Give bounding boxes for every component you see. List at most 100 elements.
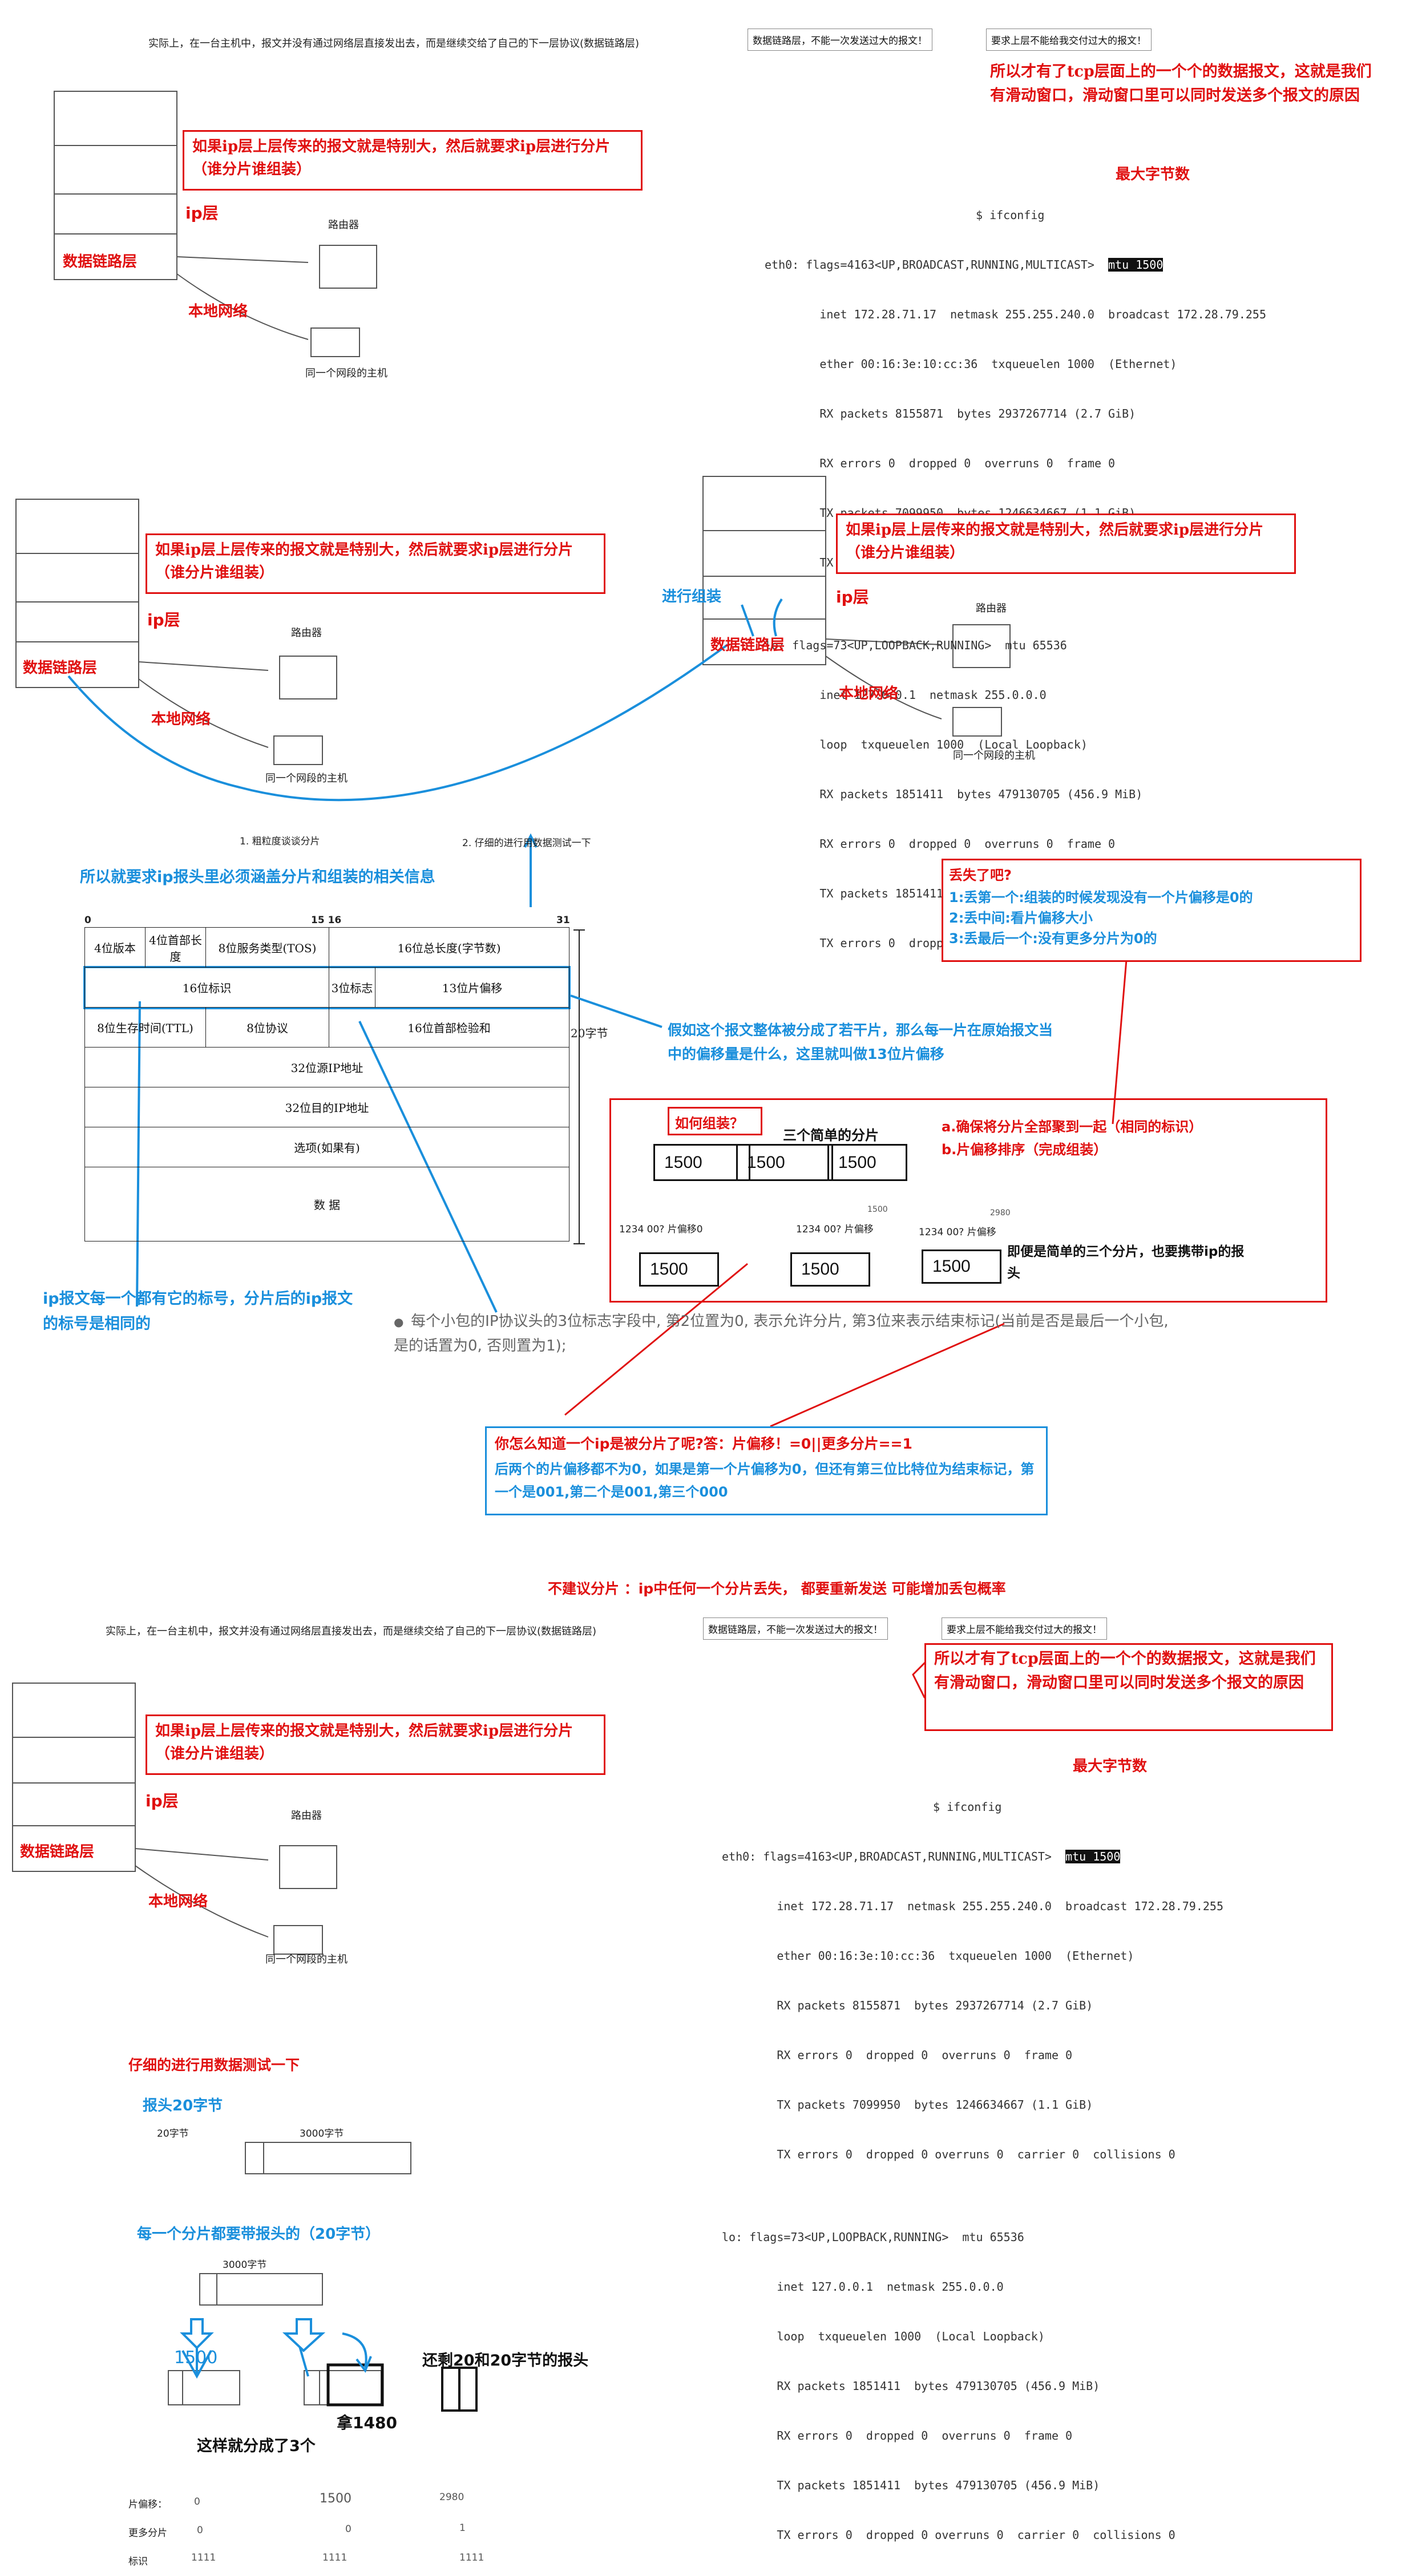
ip-layer-label-1: ip层 [185,204,219,223]
ifconfig-line: RX errors 0 dropped 0 overruns 0 frame 0 [722,2429,1073,2442]
ifconfig-line: RX errors 0 dropped 0 overruns 0 frame 0 [765,456,1116,470]
ifconfig-line: RX packets 1851411 bytes 479130705 (456.… [765,787,1143,801]
identification-note: ip报文每一个都有它的标号，分片后的ip报文的标号是相同的 [43,1290,353,1333]
data-link-label-3: 数据链路层 [710,637,785,654]
ifconfig-line: $ ifconfig [976,208,1045,222]
hdr-src-ip: 32位源IP地址 [84,1047,569,1087]
frag-label-3: 1234 00? 片偏移 [919,1227,996,1238]
ifconfig-line: ether 00:16:3e:10:cc:36 txqueuelen 1000 … [765,357,1177,371]
ifconfig-line: loop txqueuelen 1000 (Local Loopback) [765,738,1088,751]
frag-block-2: 1500 [736,1144,833,1181]
mtu-highlight-2: mtu 1500 [1065,1850,1121,1863]
bullet-dot-icon: ● [394,1315,411,1329]
hdr-version: 4位版本 [84,927,146,968]
label-20-bytes: 20字节 [157,2128,189,2140]
step-1-label: 1. 粗粒度谈谈分片 [240,836,320,847]
local-net-label-1: 本地网络 [188,303,248,320]
ifconfig-line: TX packets 1851411 bytes 479130705 (456.… [722,2478,1100,2492]
header-must-note: 所以就要求ip报头里必须涵盖分片和组装的相关信息 [80,868,435,886]
data-link-label-4: 数据链路层 [20,1843,95,1861]
tcp-reason-note: 所以才有了tcp层面上的一个个的数据报文，这就是我们有滑动窗口，滑动窗口里可以同… [990,63,1372,104]
frag-label-1: 1234 00? 片偏移0 [619,1224,703,1235]
row-label: 片偏移： [128,2499,167,2510]
row-label: 更多分片 [128,2528,167,2539]
row-label: 标识 [128,2556,148,2567]
assemble-b: b.片偏移排序（完成组装） [942,1142,1108,1158]
row-value: 0 [345,2524,352,2535]
hdr-dst-ip: 32位目的IP地址 [84,1087,569,1127]
data-link-label-2: 数据链路层 [23,660,98,677]
ifconfig-line: RX packets 8155871 bytes 2937267714 (2.7… [722,1999,1093,2012]
ifconfig-line: inet 127.0.0.1 netmask 255.0.0.0 [722,2280,1004,2294]
ip-header-table: 4位版本 4位首部长度 8位服务类型(TOS) 16位总长度(字节数) 16位标… [84,927,569,1242]
bit-0: 0 [84,915,91,926]
hdr-ihl: 4位首部长度 [145,927,206,968]
local-net-label-3: 本地网络 [839,685,899,702]
hdr-data: 数 据 [84,1167,569,1242]
intro-box-1: 数据链路层，不能一次发送过大的报文！ [748,29,932,51]
frag-reason-box-1: 如果ip层上层传来的报文就是特别大，然后就要求ip层进行分片（谁分片谁组装） [183,130,643,191]
scribble-2980: 2980 [990,1208,1011,1218]
how-know-text: 你怎么知道一个ip是被分片了呢?答：片偏移！=0||更多分片==1 [495,1435,912,1452]
assemble-title-box: 如何组装？ [668,1107,762,1135]
ifconfig-line: RX errors 0 dropped 0 overruns 0 frame 0 [765,837,1116,851]
header-20-label: 报头20字节 [143,2097,223,2114]
hdr-side-20-bytes: 20字节 [571,1026,608,1040]
hdr-identification: 16位标识 [84,967,329,1008]
same-host-label-4: 同一个网段的主机 [265,1954,348,1966]
router-label-1: 路由器 [328,219,359,231]
reassemble-label: 进行组装 [662,588,722,605]
row-value: 0 [197,2525,203,2536]
got-3-note: 这样就分成了3个 [197,2437,316,2455]
hdr-options: 选项(如果有) [84,1127,569,1167]
ifconfig-line: TX packets 7099950 bytes 1246634667 (1.1… [722,2098,1093,2112]
max-bytes-label-1: 最大字节数 [1116,166,1190,183]
hdr-total-length: 16位总长度(字节数) [329,927,569,968]
each-frag-note: 每一个分片都要带报头的（20字节） [137,2226,381,2243]
hdr-checksum: 16位首部检验和 [329,1007,569,1048]
lost-item-1: 1:丢第一个:组装的时候发现没有一个片偏移是0的 [949,889,1253,905]
ifconfig-line: eth0: flags=4163<UP,BROADCAST,RUNNING,MU… [722,1850,1121,1863]
how-know-box: 你怎么知道一个ip是被分片了呢?答：片偏移！=0||更多分片==1 后两个的片偏… [485,1426,1048,1515]
assemble-a: a.确保将分片全部聚到一起（相同的标识） [942,1119,1203,1135]
ifconfig-block-2: $ ifconfig eth0: flags=4163<UP,BROADCAST… [722,1766,1223,2560]
same-host-label-2: 同一个网段的主机 [265,773,348,784]
row-value: 1 [459,2522,466,2534]
offset-note: 假如这个报文整体被分成了若干片，那么每一片在原始报文当中的偏移量是什么，这里就叫… [668,1022,1053,1062]
frag-reason-text-1: 如果ip层上层传来的报文就是特别大，然后就要求ip层进行分片（谁分片谁组装） [192,138,611,178]
carry-header-note: 即便是简单的三个分片，也要携带ip的报头 [1007,1244,1245,1281]
tcp-reason-note-2: 所以才有了tcp层面上的一个个的数据报文，这就是我们有滑动窗口，滑动窗口里可以同… [934,1650,1316,1692]
ifconfig-line: loop txqueuelen 1000 (Local Loopback) [722,2330,1045,2343]
tcp-reason-box-2: 所以才有了tcp层面上的一个个的数据报文，这就是我们有滑动窗口，滑动窗口里可以同… [924,1643,1333,1731]
test-title: 仔细的进行用数据测试一下 [128,2057,300,2073]
ip-layer-label-2: ip层 [147,610,180,629]
ifconfig-line: eth0: flags=4163<UP,BROADCAST,RUNNING,MU… [765,258,1164,272]
frag-reason-box-3: 如果ip层上层传来的报文就是特别大，然后就要求ip层进行分片（谁分片谁组装） [836,513,1296,574]
router-label-4: 路由器 [291,1810,322,1822]
max-bytes-label-2: 最大字节数 [1073,1758,1148,1775]
intro-text-2: 实际上，在一台主机中，报文并没有通过网络层直接发出去，而是继续交给了自己的下一层… [106,1625,597,1637]
lost-title: 丢失了吧? [949,867,1012,883]
ifconfig-line: lo: flags=73<UP,LOOPBACK,RUNNING> mtu 65… [765,638,1067,652]
row-value: 1111 [322,2552,348,2563]
label-3000-bytes: 3000字节 [300,2128,344,2140]
frag-block-3: 1500 [827,1144,907,1181]
router-label-2: 路由器 [291,627,322,639]
frag-hdr-block-3: 1500 [922,1249,1001,1284]
bottom-frag-1500: 1500 [174,2348,218,2368]
ifconfig-line: inet 127.0.0.1 netmask 255.0.0.0 [765,688,1047,702]
frag-label-2: 1234 00? 片偏移 [796,1224,874,1235]
hdr-frag-offset: 13位片偏移 [375,967,569,1008]
ifconfig-line: RX packets 1851411 bytes 479130705 (456.… [722,2379,1100,2393]
frag-reason-box-2: 如果ip层上层传来的报文就是特别大，然后就要求ip层进行分片（谁分片谁组装） [146,533,605,594]
take-1480: 拿1480 [337,2413,397,2432]
row-value: 2980 [439,2492,464,2503]
frag-block-1: 1500 [653,1144,750,1181]
no-frag-note: 不建议分片 ：ip中任何一个分片丢失， 都要重新发送 可能增加丢包概率 [548,1580,1006,1597]
frag-hdr-block-2: 1500 [790,1252,870,1287]
ifconfig-line: TX errors 0 dropped 0 overruns 0 carrier… [722,2148,1175,2161]
intro-box-2: 要求上层不能给我交付过大的报文！ [986,29,1152,51]
label-3000-bytes-2: 3000字节 [223,2259,267,2271]
ifconfig-line: $ ifconfig [933,1800,1002,1814]
local-net-label-4: 本地网络 [148,1893,208,1910]
